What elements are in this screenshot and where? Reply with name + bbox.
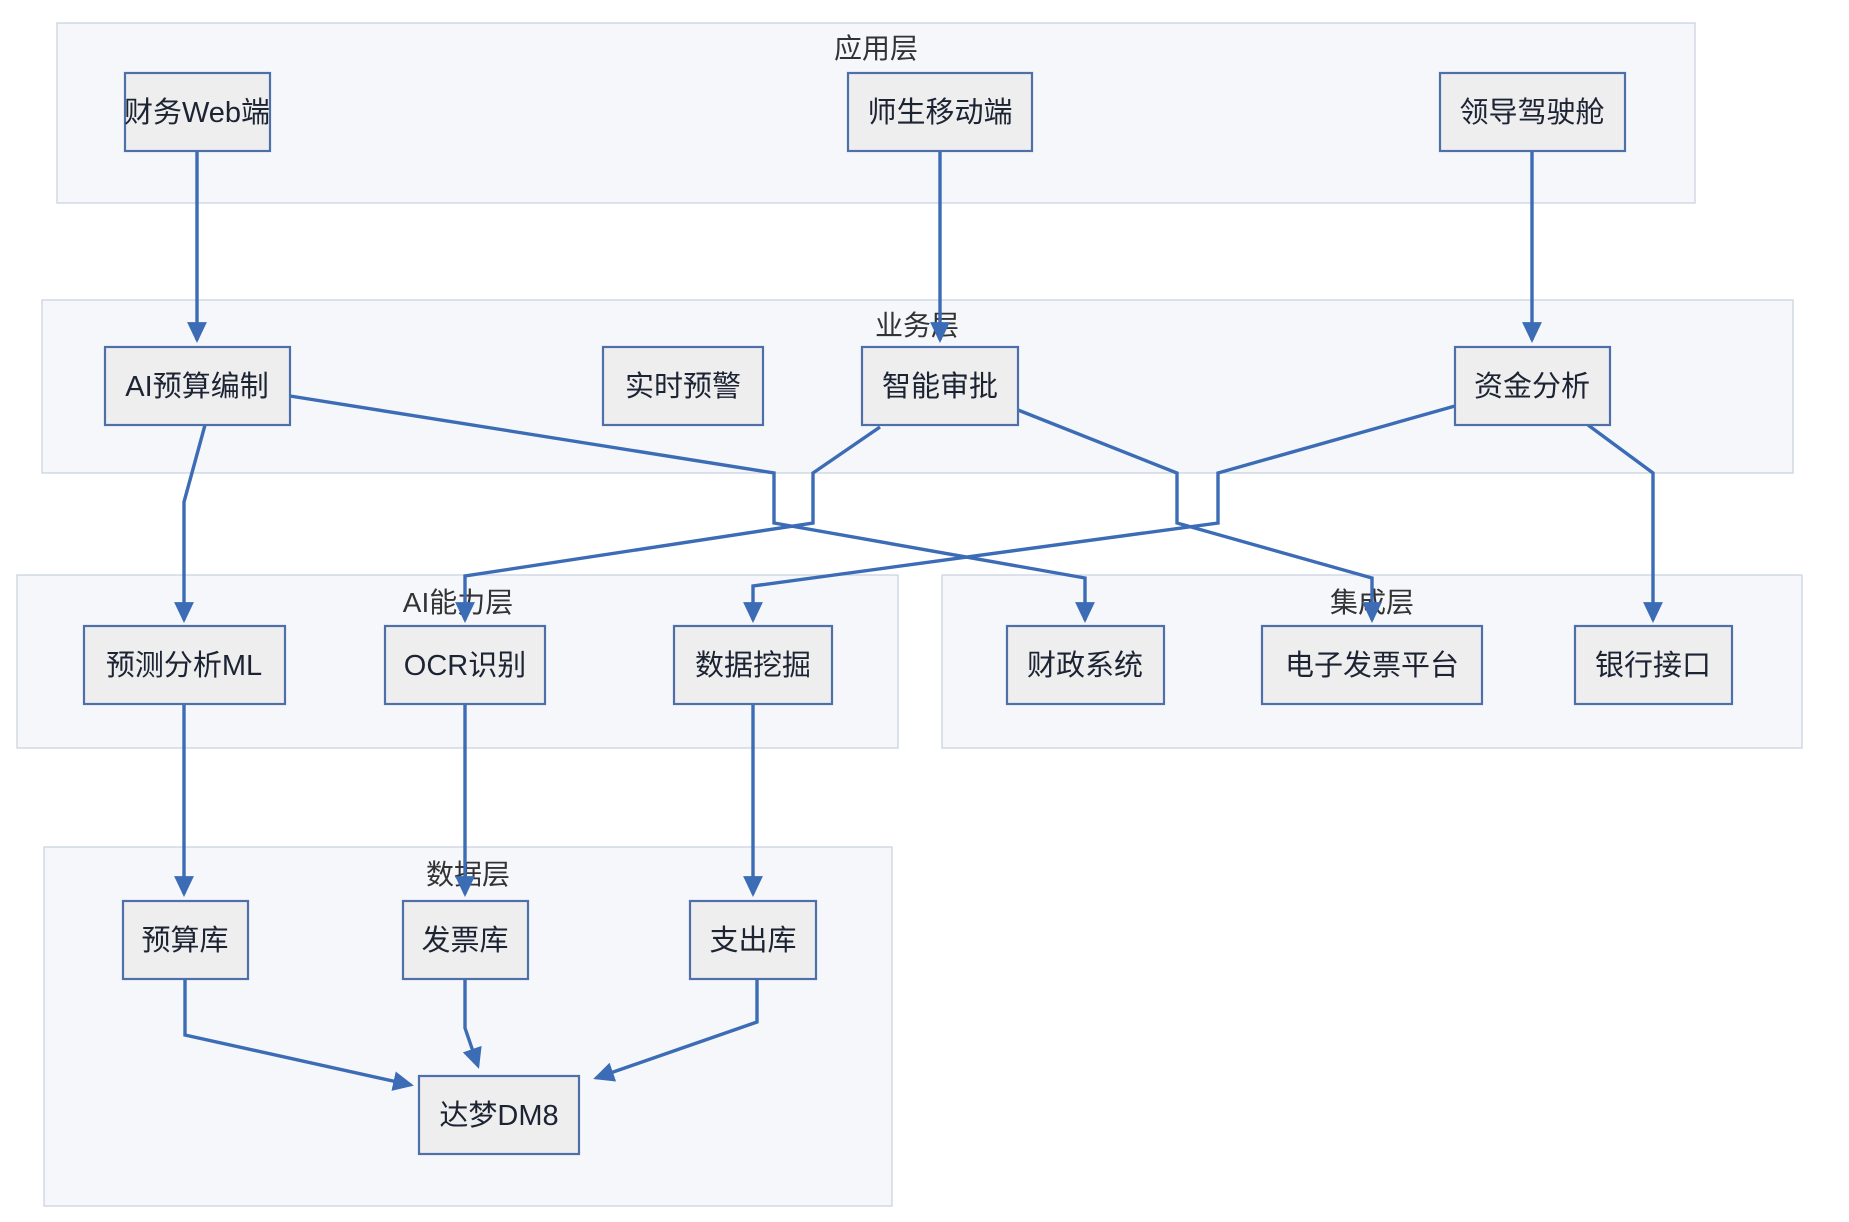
node-web-rect [123,71,272,153]
node-invoicedb: 发票库 [401,899,530,981]
edge-approval-to-ocr [455,425,881,623]
edge-funds-to-mining [743,404,1456,623]
layer-biz-label: 业务层 [875,310,959,341]
node-web: 财务Web端 [123,71,272,153]
node-invoice: 电子发票平台 [1260,624,1484,706]
node-budgetdb: 预算库 [121,899,250,981]
node-invoicedb-label: 发票库 [421,924,508,957]
node-funds-rect [1453,345,1612,427]
node-budgetdb-label: 预算库 [141,924,228,957]
node-cockpit-label: 领导驾驶舱 [1459,96,1604,129]
node-expensedb: 支出库 [688,899,818,981]
node-warning: 实时预警 [601,345,765,427]
node-mobile-label: 师生移动端 [867,96,1012,129]
node-warning-rect [601,345,765,427]
node-web-label: 财务Web端 [124,96,270,129]
node-budget: AI预算编制 [103,345,292,427]
layer-app-label: 应用层 [834,33,918,64]
node-cockpit: 领导驾驶舱 [1438,71,1627,153]
node-cockpit-rect [1438,71,1627,153]
node-funds: 资金分析 [1453,345,1612,427]
layer-ai-label: AI能力层 [403,587,513,618]
layer-data-label: 数据层 [426,859,510,890]
node-fiscal-rect [1005,624,1166,706]
node-mobile-rect [846,71,1034,153]
node-ml-rect [82,624,287,706]
edge-budget-to-fiscal [289,394,1095,623]
node-fiscal: 财政系统 [1005,624,1166,706]
node-mining-label: 数据挖掘 [695,649,811,682]
node-budget-label: AI预算编制 [125,370,268,403]
node-dm8: 达梦DM8 [417,1074,581,1156]
node-expensedb-label: 支出库 [709,924,796,957]
node-bank-label: 银行接口 [1595,649,1711,682]
node-mining-rect [672,624,834,706]
edge-funds-to-bank [1586,423,1663,623]
node-invoicedb-rect [401,899,530,981]
edge-budget-to-ml [174,424,207,623]
node-ocr-rect [383,624,547,706]
node-mobile: 师生移动端 [846,71,1034,153]
node-ocr: OCR识别 [383,624,547,706]
node-dm8-rect [417,1074,581,1156]
node-warning-label: 实时预警 [625,370,741,403]
node-dm8-label: 达梦DM8 [439,1099,558,1132]
node-invoice-rect [1260,624,1484,706]
node-mining: 数据挖掘 [672,624,834,706]
node-funds-label: 资金分析 [1474,370,1590,403]
node-bank-rect [1573,624,1734,706]
edges [174,152,1663,1091]
node-expensedb-rect [688,899,818,981]
edge-expensedb-to-dm8 [593,979,759,1082]
node-ocr-label: OCR识别 [404,650,526,682]
node-fiscal-label: 财政系统 [1027,649,1143,682]
node-invoice-label: 电子发票平台 [1285,649,1459,682]
node-bank: 银行接口 [1573,624,1734,706]
node-budget-rect [103,345,292,427]
edge-invoicedb-to-dm8 [462,979,482,1069]
node-approval: 智能审批 [860,345,1020,427]
node-budgetdb-rect [121,899,250,981]
node-ml-label: 预测分析ML [106,649,262,682]
edge-budgetdb-to-dm8 [183,979,414,1091]
node-ml: 预测分析ML [82,624,287,706]
node-approval-rect [860,345,1020,427]
edge-approval-to-invoice [1017,408,1382,623]
node-approval-label: 智能审批 [882,370,998,403]
